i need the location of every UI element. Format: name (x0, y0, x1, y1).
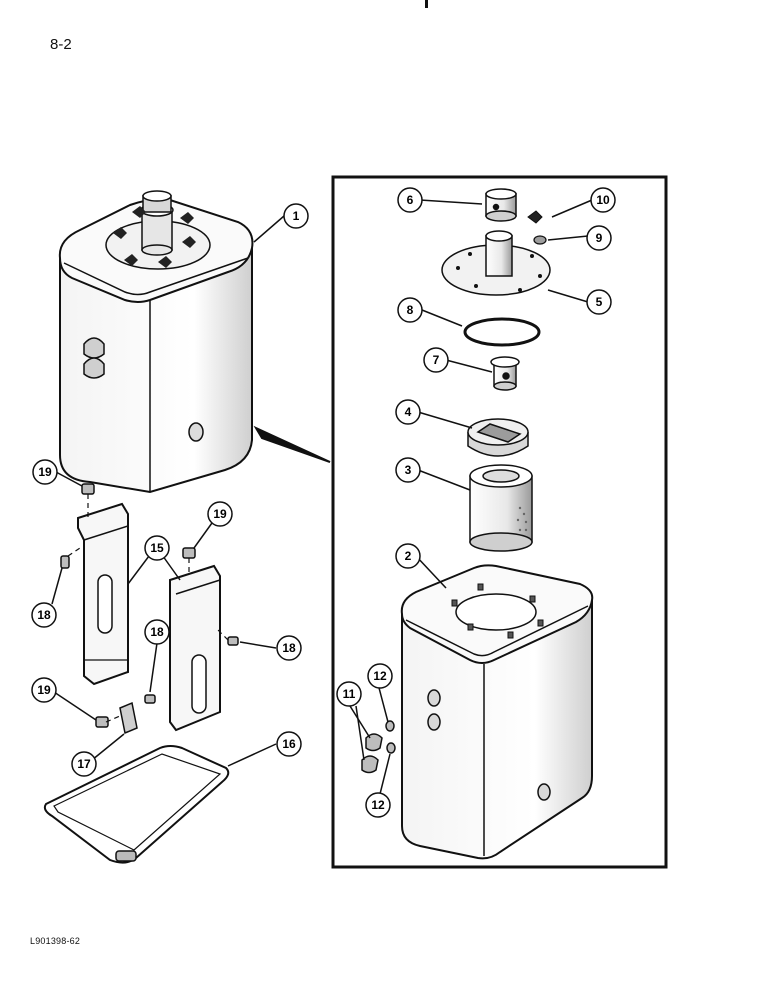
bolt-18-mid (144, 694, 156, 704)
callout-18-left: 18 (31, 602, 57, 628)
callout-18-right: 18 (276, 635, 302, 661)
svg-text:18: 18 (282, 641, 296, 655)
svg-text:8: 8 (407, 303, 414, 317)
assembly-dash-lines (67, 494, 229, 723)
callout-17: 17 (71, 751, 97, 777)
svg-text:6: 6 (407, 193, 414, 207)
fittings (361, 720, 396, 774)
svg-text:11: 11 (343, 687, 356, 701)
callout-19-right: 19 (207, 501, 233, 527)
bolt-18-right (227, 636, 239, 646)
svg-text:9: 9 (596, 231, 603, 245)
wing-nut (527, 210, 543, 224)
nut-19-right (182, 547, 196, 559)
svg-text:2: 2 (405, 549, 412, 563)
bolt-18-left (60, 555, 70, 569)
detail-pointer-arrow (253, 425, 331, 463)
svg-text:19: 19 (213, 507, 227, 521)
callout-11: 11 (336, 681, 362, 707)
callout-18-mid: 18 (144, 619, 170, 645)
callout-5: 5 (586, 289, 612, 315)
svg-text:10: 10 (596, 193, 610, 207)
svg-text:17: 17 (77, 757, 91, 771)
svg-text:18: 18 (150, 625, 164, 639)
svg-text:18: 18 (37, 608, 51, 622)
callout-19-bottom: 19 (31, 677, 57, 703)
svg-text:12: 12 (371, 798, 385, 812)
mounting-brackets (77, 502, 221, 732)
callout-6: 6 (397, 187, 423, 213)
callout-2: 2 (395, 543, 421, 569)
callout-15: 15 (144, 535, 170, 561)
figure-code: L901398-62 (30, 936, 81, 946)
filter-element (469, 464, 533, 552)
callout-1: 1 (283, 203, 309, 229)
svg-text:5: 5 (596, 295, 603, 309)
callout-7: 7 (423, 347, 449, 373)
svg-text:1: 1 (293, 209, 300, 223)
hydraulic-tank-assembly (58, 190, 254, 494)
callout-12-top: 12 (367, 663, 393, 689)
o-ring (463, 317, 541, 347)
detail-frame (331, 175, 668, 869)
nut-19-bottom (95, 716, 109, 728)
nut-19-top (81, 483, 95, 495)
callout-8: 8 (397, 297, 423, 323)
hydraulic-reservoir (400, 564, 594, 860)
top-edge-mark (425, 0, 428, 8)
callout-4: 4 (395, 399, 421, 425)
filter-cover (467, 418, 529, 457)
callout-3: 3 (395, 457, 421, 483)
nuts-bolts (60, 483, 239, 728)
callout-16: 16 (276, 731, 302, 757)
svg-text:19: 19 (38, 465, 52, 479)
svg-text:16: 16 (282, 737, 296, 751)
retainer-plate (119, 701, 138, 735)
callout-19-top: 19 (32, 459, 58, 485)
svg-text:19: 19 (37, 683, 51, 697)
breather-cap (485, 188, 517, 222)
svg-text:12: 12 (373, 669, 387, 683)
strainer-tube (490, 356, 520, 391)
filler-flange-plate (441, 230, 551, 296)
page-number: 8-2 (50, 36, 72, 53)
svg-text:15: 15 (150, 541, 164, 555)
svg-text:7: 7 (433, 353, 440, 367)
svg-text:3: 3 (405, 463, 412, 477)
tank-strap (43, 745, 230, 864)
washer (533, 235, 547, 245)
callout-12-bottom: 12 (365, 792, 391, 818)
callouts: 1 6 10 9 5 8 7 4 3 2 19 19 15 18 18 18 1… (31, 187, 616, 818)
callout-10: 10 (590, 187, 616, 213)
callout-9: 9 (586, 225, 612, 251)
svg-text:4: 4 (405, 405, 412, 419)
